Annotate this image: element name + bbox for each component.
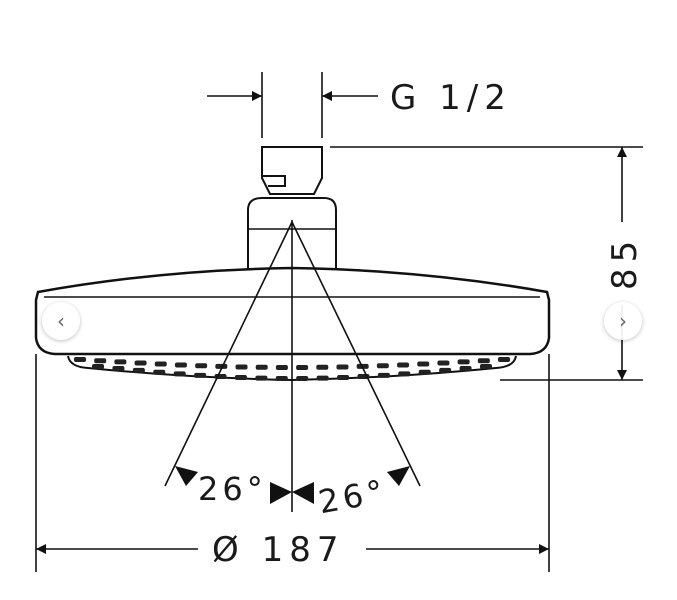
nozzle [255,364,268,370]
nozzle [296,364,309,370]
diameter-label: Ø 187 [212,530,344,570]
nozzle [477,358,490,364]
angle-arrows [175,466,410,504]
carousel-next-button[interactable]: › [604,302,642,340]
chevron-left-icon: ‹ [57,309,65,333]
nozzle [377,372,390,378]
nozzle [316,375,329,381]
nozzle [173,371,186,377]
carousel-prev-button[interactable]: ‹ [42,302,80,340]
nozzle [92,364,104,369]
ball-joint [247,197,337,270]
connector-nut [261,146,323,195]
nozzle [376,363,389,369]
diameter-dimension [35,354,550,572]
nozzle [398,371,411,377]
nozzle [153,369,166,375]
spray-line-right [291,221,421,487]
nozzle [437,360,450,366]
nozzle [417,361,430,367]
thread-dimension [207,72,378,138]
height-label: 85 [605,235,645,290]
nozzle [480,364,492,369]
nozzle [275,364,288,370]
nozzle [439,367,452,373]
height-dimension [330,146,643,381]
spray-line-left [164,221,293,487]
nozzle [275,375,288,381]
angle-left-label: 26° [198,470,267,508]
nozzle [498,357,510,362]
nozzle [316,364,329,370]
nozzle [74,357,86,362]
angle-right-label: 26° [316,472,390,521]
nozzle-marks [74,357,510,381]
nozzle [195,363,208,369]
nozzle [94,358,107,364]
nozzle [194,372,207,378]
nut-notch [262,175,286,187]
nozzle [154,361,167,367]
nozzle [457,359,470,365]
nozzle [418,369,431,375]
nozzle [235,364,248,370]
nozzle [114,359,127,365]
shower-head-body [34,266,551,356]
nozzle [337,374,350,380]
nozzle [215,363,228,369]
nozzle [459,365,472,371]
nozzle [174,362,187,368]
nozzle [397,362,410,368]
nozzle [255,375,268,381]
chevron-right-icon: › [619,309,627,333]
nozzle [112,365,125,371]
nozzle [132,367,145,373]
nozzle [134,360,147,366]
thread-label: G 1/2 [390,78,512,118]
nozzle [234,374,247,380]
nozzle [296,375,309,381]
nozzle [336,364,349,370]
